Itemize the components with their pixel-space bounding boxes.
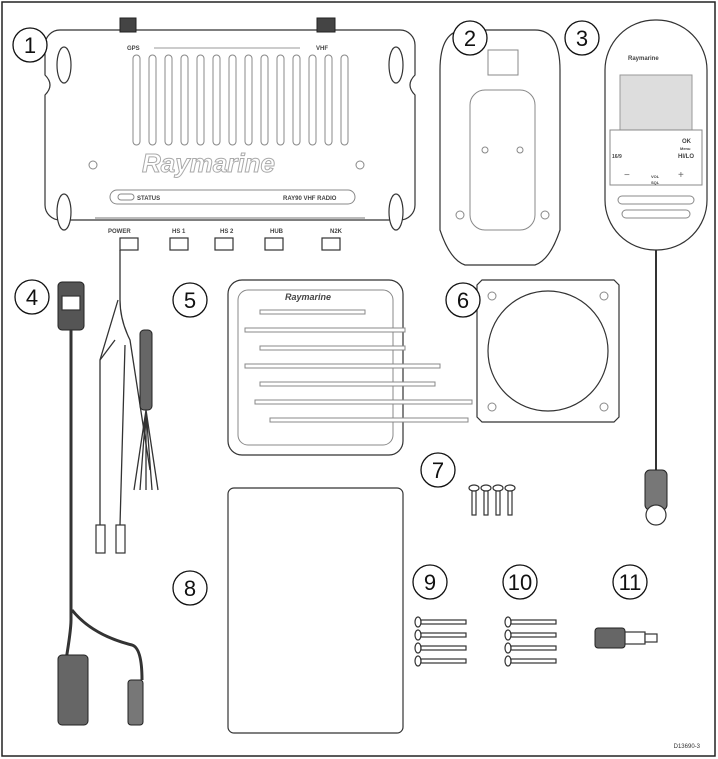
cooling-fin: [340, 54, 349, 146]
mounting-gasket: [476, 279, 620, 423]
callout-circle: [412, 564, 448, 600]
speaker-brand-logo: Raymarine: [285, 292, 331, 302]
radio-brand-logo: Raymarine: [142, 148, 275, 178]
menu-key: Menu: [680, 146, 691, 151]
status-label: STATUS: [137, 196, 160, 202]
callout-circle: [564, 20, 600, 56]
grille-slot: [259, 381, 436, 387]
cooling-fin: [324, 54, 333, 146]
grille-slot: [269, 417, 469, 423]
port-connector: [169, 237, 189, 251]
callout-circle: [172, 570, 208, 606]
callout-number: 4: [26, 285, 38, 310]
terminator-connector: [594, 627, 658, 649]
callout-number: 8: [184, 576, 196, 601]
handset-bracket: [439, 29, 561, 266]
power-cable: [95, 250, 159, 554]
port-hs2: HS 2: [220, 229, 234, 235]
vol-key: VOL: [651, 174, 660, 179]
cooling-fin: [292, 54, 301, 146]
cooling-fin: [276, 54, 285, 146]
port-power: POWER: [108, 229, 131, 235]
cooling-fin: [148, 54, 157, 146]
grille-slot: [259, 309, 366, 315]
short-screws: [468, 484, 516, 516]
grille-slot: [259, 345, 406, 351]
callout-circle: [452, 20, 488, 56]
ok-key: OK: [682, 139, 692, 145]
callout-number: 6: [457, 288, 469, 313]
radio-base-unit: GPS VHF Raymarine STATUS RAY90 VHF RADIO…: [44, 17, 416, 251]
grille-slot: [244, 327, 406, 333]
documentation-pack: [227, 487, 404, 734]
vhf-label: VHF: [316, 46, 328, 52]
cooling-fin: [180, 54, 189, 146]
hilo-key: HI/LO: [678, 154, 694, 160]
callout-circle: [445, 282, 481, 318]
port-hub: HUB: [270, 229, 284, 235]
port-n2k: N2K: [330, 229, 343, 235]
callout-circle: [420, 452, 456, 488]
callout-number: 11: [619, 570, 642, 595]
callout-number: 3: [576, 26, 588, 51]
plus-key-icon: +: [678, 170, 684, 181]
callout-number: 9: [424, 570, 436, 595]
callout-number: 10: [508, 570, 532, 595]
callout-circle: [12, 27, 48, 63]
cooling-fin: [132, 54, 141, 146]
cooling-fin: [196, 54, 205, 146]
handset: Raymarine OK Menu 16/9 HI/LO VOL SQL − +: [604, 19, 708, 526]
grille-slot: [244, 363, 441, 369]
cooling-fin: [260, 54, 269, 146]
callout-number: 2: [464, 26, 476, 51]
callout-circle: [172, 282, 208, 318]
callout-circle: [502, 564, 538, 600]
speaker: Raymarine: [227, 279, 473, 456]
callout-circle: [14, 279, 50, 315]
long-screws: [414, 616, 557, 667]
cooling-fin: [228, 54, 237, 146]
port-connector: [214, 237, 234, 251]
grille-slot: [254, 399, 473, 405]
callout-number: 1: [24, 33, 36, 58]
figure-code: D13690-3: [674, 744, 701, 750]
cooling-fin: [244, 54, 253, 146]
handset-brand-logo: Raymarine: [628, 56, 659, 62]
cooling-fin: [212, 54, 221, 146]
cooling-fin: [164, 54, 173, 146]
port-hs1: HS 1: [172, 229, 186, 235]
callout-number: 7: [432, 458, 444, 483]
minus-key-icon: −: [624, 170, 630, 181]
sql-key: SQL: [651, 180, 660, 185]
port-connector: [264, 237, 284, 251]
port-connector: [321, 237, 341, 251]
ch16-key: 16/9: [612, 154, 622, 160]
port-connector: [119, 237, 139, 251]
callout-circle: [612, 564, 648, 600]
callout-number: 5: [184, 288, 196, 313]
hs-cable: [57, 281, 144, 726]
model-label: RAY90 VHF RADIO: [283, 196, 337, 202]
gps-label: GPS: [127, 46, 140, 52]
cooling-fin: [308, 54, 317, 146]
